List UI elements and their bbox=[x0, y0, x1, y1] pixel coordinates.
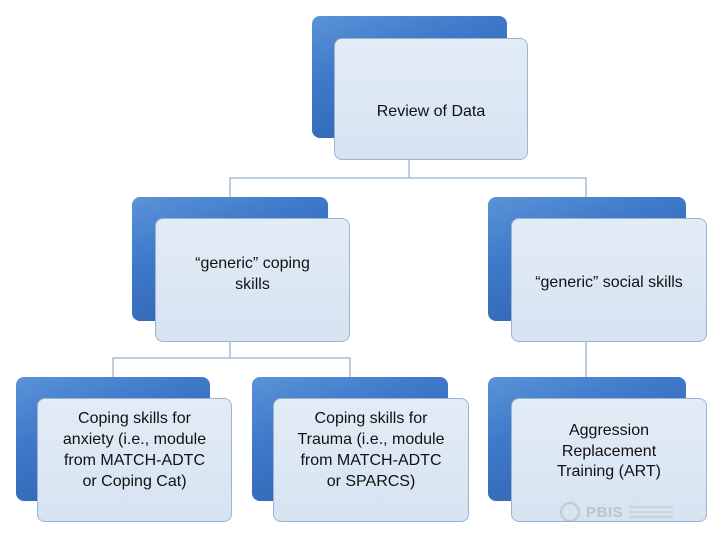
watermark-tagline-lines bbox=[629, 506, 674, 518]
pbis-logo-icon bbox=[560, 502, 580, 522]
watermark-text: PBIS bbox=[586, 503, 624, 521]
node-label-line: “generic” coping bbox=[195, 255, 310, 273]
node-label-box: Coping skills for anxiety (i.e., module … bbox=[37, 398, 232, 522]
node-label-line: or SPARCS) bbox=[326, 472, 416, 490]
node-label-line: skills bbox=[235, 276, 270, 293]
pbis-watermark-logo: PBIS bbox=[560, 498, 700, 526]
node-label-line: Training (ART) bbox=[556, 463, 662, 481]
connector-level2-bus bbox=[229, 177, 587, 197]
node-label-box: “generic” social skills bbox=[511, 218, 707, 342]
node-label-line: Coping skills for bbox=[78, 410, 191, 428]
node-label-line: from MATCH-ADTC bbox=[300, 452, 442, 469]
node-label-line: or Coping Cat) bbox=[82, 472, 187, 490]
node-label-line: from MATCH-ADTC bbox=[63, 452, 206, 469]
node-label-line: Trauma (i.e., module bbox=[297, 431, 445, 449]
node-label-line: Coping skills for bbox=[314, 410, 428, 428]
node-label-box: Review of Data bbox=[334, 38, 528, 160]
node-label: “generic” social skills bbox=[535, 273, 683, 291]
node-label-box: Aggression Replacement Training (ART) bbox=[511, 398, 707, 522]
node-label-line: Replacement bbox=[561, 442, 657, 460]
node-label-box: “generic” coping skills bbox=[155, 218, 350, 342]
node-label-box: Coping skills for Trauma (i.e., module f… bbox=[273, 398, 469, 522]
node-label-line: Aggression bbox=[568, 421, 650, 439]
node-label: Review of Data bbox=[376, 102, 486, 120]
node-label-line: anxiety (i.e., module bbox=[62, 431, 207, 449]
connector-coping-bus bbox=[112, 357, 351, 377]
